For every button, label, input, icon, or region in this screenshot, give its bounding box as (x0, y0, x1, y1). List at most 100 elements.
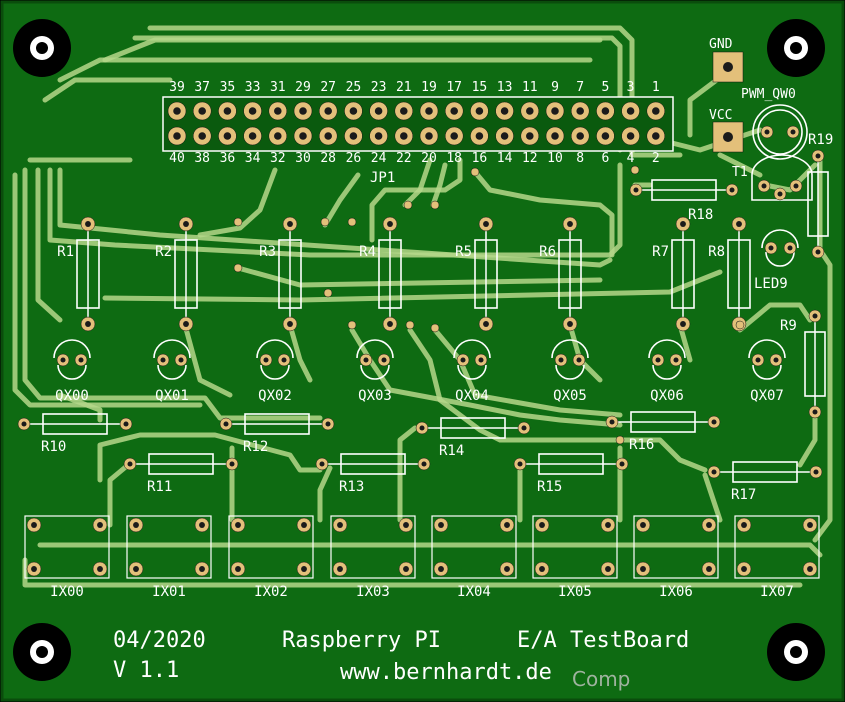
led-pad (174, 353, 188, 367)
led-pad (669, 353, 683, 367)
header-pin-label-6: 6 (601, 151, 609, 166)
header-pin-label-29: 29 (295, 80, 311, 95)
resistor-r5 (474, 216, 498, 332)
gpio-header-jp1 (162, 96, 674, 152)
led-qx05 (551, 339, 589, 380)
switch-pad (128, 561, 144, 577)
resistor-r12 (219, 413, 335, 435)
led-pad (277, 353, 291, 367)
resistor-pad (119, 417, 133, 431)
resistor-r16 (605, 411, 721, 433)
switch-pad (26, 517, 42, 533)
header-pin-34 (243, 126, 262, 146)
header-pin-label-30: 30 (295, 151, 311, 166)
switch-pad (332, 517, 348, 533)
header-pin-35 (218, 101, 237, 121)
switch-pad (398, 561, 414, 577)
header-pin-2 (646, 126, 666, 146)
header-pin-label-39: 39 (169, 80, 185, 95)
switch-pad (499, 517, 515, 533)
led-qx04 (453, 339, 491, 380)
resistor-r7 (671, 216, 695, 332)
header-pin-8 (570, 126, 590, 146)
resistor-label-r7: R7 (652, 244, 669, 260)
resistor-pad (615, 457, 629, 471)
switch-pad (230, 561, 246, 577)
header-pin-label-27: 27 (320, 80, 336, 95)
resistor-label-r6: R6 (539, 244, 556, 260)
switch-ix01 (126, 515, 212, 579)
resistor-label-r17: R17 (731, 487, 756, 503)
resistor-pad (321, 417, 335, 431)
header-pin-label-35: 35 (220, 80, 236, 95)
switch-label-ix02: IX02 (254, 584, 288, 600)
header-pin-20 (419, 126, 439, 146)
header-pin-label-4: 4 (627, 151, 635, 166)
resistor-label-r2: R2 (155, 244, 172, 260)
switch-ix00 (24, 515, 110, 579)
switch-label-ix01: IX01 (152, 584, 186, 600)
led-qx07 (748, 339, 786, 380)
header-pin-28 (318, 126, 338, 146)
resistor-r1 (76, 216, 100, 332)
t1-transistor (751, 154, 813, 201)
resistor-pad (731, 216, 747, 232)
resistor-r18 (629, 179, 739, 201)
led-pad (156, 353, 170, 367)
resistor-pad (517, 421, 531, 435)
resistor-label-r8: R8 (708, 244, 725, 260)
resistor-pad (282, 316, 298, 332)
resistor-label-r4: R4 (359, 244, 376, 260)
led-label-qx00: QX00 (55, 388, 89, 404)
vcc-label: VCC (709, 108, 732, 123)
resistor-label-r11: R11 (147, 479, 172, 495)
led-qx01 (153, 339, 191, 380)
led-label-qx05: QX05 (553, 388, 587, 404)
resistor-label-r3: R3 (259, 244, 276, 260)
switch-pad (433, 517, 449, 533)
switch-pad (736, 561, 752, 577)
header-pin-18 (444, 126, 464, 146)
mounting-hole-bottom-left (13, 623, 71, 681)
r19-label: R19 (808, 132, 833, 148)
resistor-pad (478, 316, 494, 332)
switch-label-ix03: IX03 (356, 584, 390, 600)
led-label-qx06: QX06 (650, 388, 684, 404)
header-pin-17 (444, 101, 464, 121)
resistor-pad (382, 216, 398, 232)
resistor-pad (178, 316, 194, 332)
switch-pad (332, 561, 348, 577)
header-pin-label-3: 3 (627, 80, 635, 95)
switch-ix04 (431, 515, 517, 579)
resistor-pad (17, 417, 31, 431)
header-pin-label-31: 31 (270, 80, 286, 95)
header-label: JP1 (370, 170, 395, 186)
header-pin-label-33: 33 (245, 80, 261, 95)
resistor-pad (675, 216, 691, 232)
resistor-pad (225, 457, 239, 471)
header-pin-15 (470, 101, 489, 121)
resistor-r3 (278, 216, 302, 332)
led-label-qx07: QX07 (750, 388, 784, 404)
footer-title-left: Raspberry PI (282, 628, 441, 653)
switch-pad (600, 517, 616, 533)
header-pin-23 (369, 101, 388, 121)
header-pin-label-22: 22 (396, 151, 412, 166)
header-pin-37 (192, 101, 212, 121)
resistor-pad (178, 216, 194, 232)
led-label-qx01: QX01 (155, 388, 189, 404)
switch-label-ix04: IX04 (457, 584, 491, 600)
led-pad (554, 353, 568, 367)
header-pin-label-36: 36 (220, 151, 236, 166)
header-pin-40 (167, 126, 187, 146)
switch-pad (230, 517, 246, 533)
switch-pad (534, 517, 550, 533)
resistor-label-r1: R1 (57, 244, 74, 260)
resistor-r2 (174, 216, 198, 332)
switch-pad (128, 517, 144, 533)
switch-label-ix06: IX06 (659, 584, 693, 600)
